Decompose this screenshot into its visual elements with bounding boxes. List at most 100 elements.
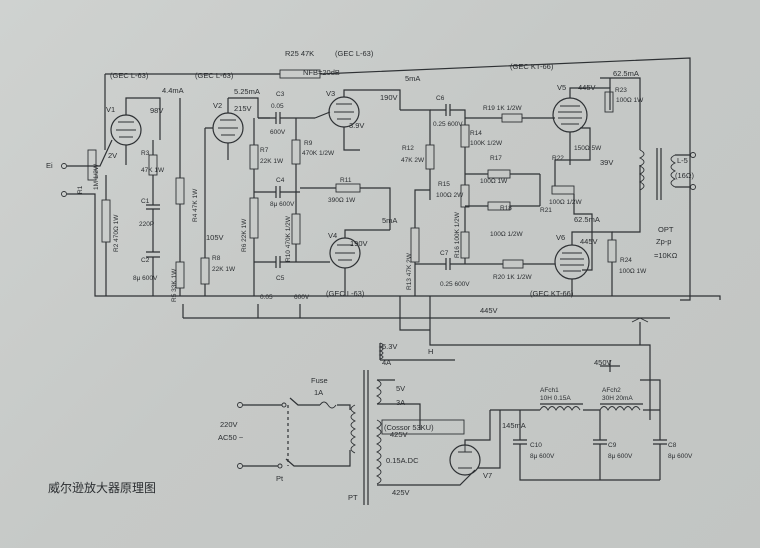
v5-g2-v: 39V (600, 158, 613, 167)
v5-current: 62.5mA (613, 69, 639, 78)
hv-lower-voltage: 425V (392, 488, 410, 497)
v1-plate-v: 98V (150, 106, 163, 115)
c1-value: 220P (139, 221, 154, 228)
r16-label: R16 100K 1/2W (454, 211, 461, 258)
opt-zpp: Zp-p (656, 237, 671, 246)
tube-v5 (551, 77, 641, 195)
r11-label: R11 (340, 177, 352, 184)
hv-upper-voltage: 425V (390, 430, 408, 439)
opt-impedance: =10KΩ (654, 251, 678, 260)
heater-h: H (428, 347, 433, 356)
tube-v7 (381, 410, 501, 476)
r22-value: 150Ω 5W (574, 145, 602, 152)
r24-value: 100Ω 1W (619, 268, 647, 275)
r3-label: R3 (141, 150, 150, 157)
v3-plate-v: 190V (380, 93, 398, 102)
opt-label: OPT (658, 225, 674, 234)
heater-voltage: 6.3V (382, 342, 397, 351)
c5-voltage: 600V (294, 294, 310, 301)
bias-network (460, 124, 541, 264)
coupling-caps-stage2 (254, 112, 330, 268)
input-section (61, 139, 721, 300)
v6-plate-v: 445V (580, 237, 598, 246)
feedback-type: (GEC L-63) (335, 49, 374, 58)
afch1-label: AFch1 (540, 387, 559, 394)
r12-label: R12 (402, 145, 414, 152)
r7-label: R7 (260, 147, 269, 154)
r21-value: 100Ω 1/2W (549, 199, 583, 206)
v2-type: (GEC L-63) (195, 71, 234, 80)
tube-v1 (110, 97, 161, 165)
hv-current: 0.15A.DC (386, 456, 419, 465)
c9-value: 8μ 600V (608, 453, 633, 460)
r2-label: R2 470Ω 1W (113, 214, 120, 252)
ac-frequency: AC50 ~ (218, 433, 244, 442)
ac-voltage: 220V (220, 420, 238, 429)
r18-label: R18 (500, 205, 512, 212)
r21-label: R21 (540, 207, 552, 214)
grid-stoppers (465, 113, 555, 269)
c10-label: C10 (530, 442, 542, 449)
v5-ref: V5 (557, 83, 566, 92)
ei-label: Ei (46, 161, 53, 170)
r1-value: 1M 1/2W (93, 163, 100, 190)
r24-label: R24 (620, 257, 632, 264)
ac-input (237, 397, 351, 469)
r23-label: R23 (615, 87, 627, 94)
v2-ref: V2 (213, 101, 222, 110)
rect-heater-voltage: 5V (396, 384, 405, 393)
c4-label: C4 (276, 177, 285, 184)
v7-type: (Cossor 53KU) (384, 423, 434, 432)
r25-label: R25 47K (285, 49, 314, 58)
l5-value: (16Ω) (675, 171, 694, 180)
v3-cathode-v: 3.9V (349, 121, 364, 130)
c6-value: 0.25 600V (433, 121, 463, 128)
v4-plate-v: 190V (350, 239, 368, 248)
v5-plate-v: 445V (578, 83, 596, 92)
v5-type: (GEC KT-66) (510, 62, 554, 71)
r12-value: 47K 2W (401, 157, 425, 164)
r15-value: 100Ω 2W (436, 192, 464, 199)
c3-voltage: 600V (270, 129, 286, 136)
v1-type: (GEC L-63) (110, 71, 149, 80)
c7-value: 0.25 600V (440, 281, 470, 288)
power-transformer (350, 370, 476, 505)
afch2-value: 30H 20mA (602, 395, 633, 402)
r20-label: R20 1K 1/2W (493, 274, 533, 281)
r9-value: 470K 1/2W (302, 150, 335, 157)
c5-value: 0.05 (260, 294, 273, 301)
v2-current: 5.25mA (234, 87, 260, 96)
c8-value: 8μ 600V (668, 453, 693, 460)
b-plus-voltage: 445V (480, 306, 498, 315)
v1-cathode-v: 2V (108, 151, 117, 160)
afch1-value: 10H 0.15A (540, 395, 571, 402)
diagram-caption: 威尔逊放大器原理图 (48, 480, 156, 495)
r1-label: R1 (77, 185, 84, 194)
v7-ref: V7 (483, 471, 492, 480)
r8-label: R8 (212, 255, 221, 262)
r9-label: R9 (304, 140, 313, 147)
r7-value: 22K 1W (260, 158, 284, 165)
r17-value: 100Ω 1W (480, 178, 508, 185)
r11-value: 390Ω 1W (328, 197, 356, 204)
v2-resistors (200, 118, 259, 296)
r14-value: 100K 1/2W (470, 140, 503, 147)
rect-heater-current: 3A (396, 398, 405, 407)
v4-type: (GEC L-63) (326, 289, 365, 298)
c4-value: 8μ 600V (270, 201, 295, 208)
r5-label: R5 33K 1W (171, 268, 178, 302)
power-filter (490, 360, 667, 481)
tube-v2 (204, 97, 270, 245)
feedback-loop (104, 57, 691, 301)
r23-value: 100Ω 1W (616, 97, 644, 104)
r8-value: 22K 1W (212, 266, 236, 273)
v3-ref: V3 (326, 89, 335, 98)
r15-label: R15 (438, 181, 450, 188)
c10-value: 8μ 600V (530, 453, 555, 460)
tube-v4 (329, 229, 390, 296)
c1-label: C1 (141, 198, 150, 205)
tube-v3 (314, 89, 401, 151)
power-switch-label: Pt (276, 474, 284, 483)
